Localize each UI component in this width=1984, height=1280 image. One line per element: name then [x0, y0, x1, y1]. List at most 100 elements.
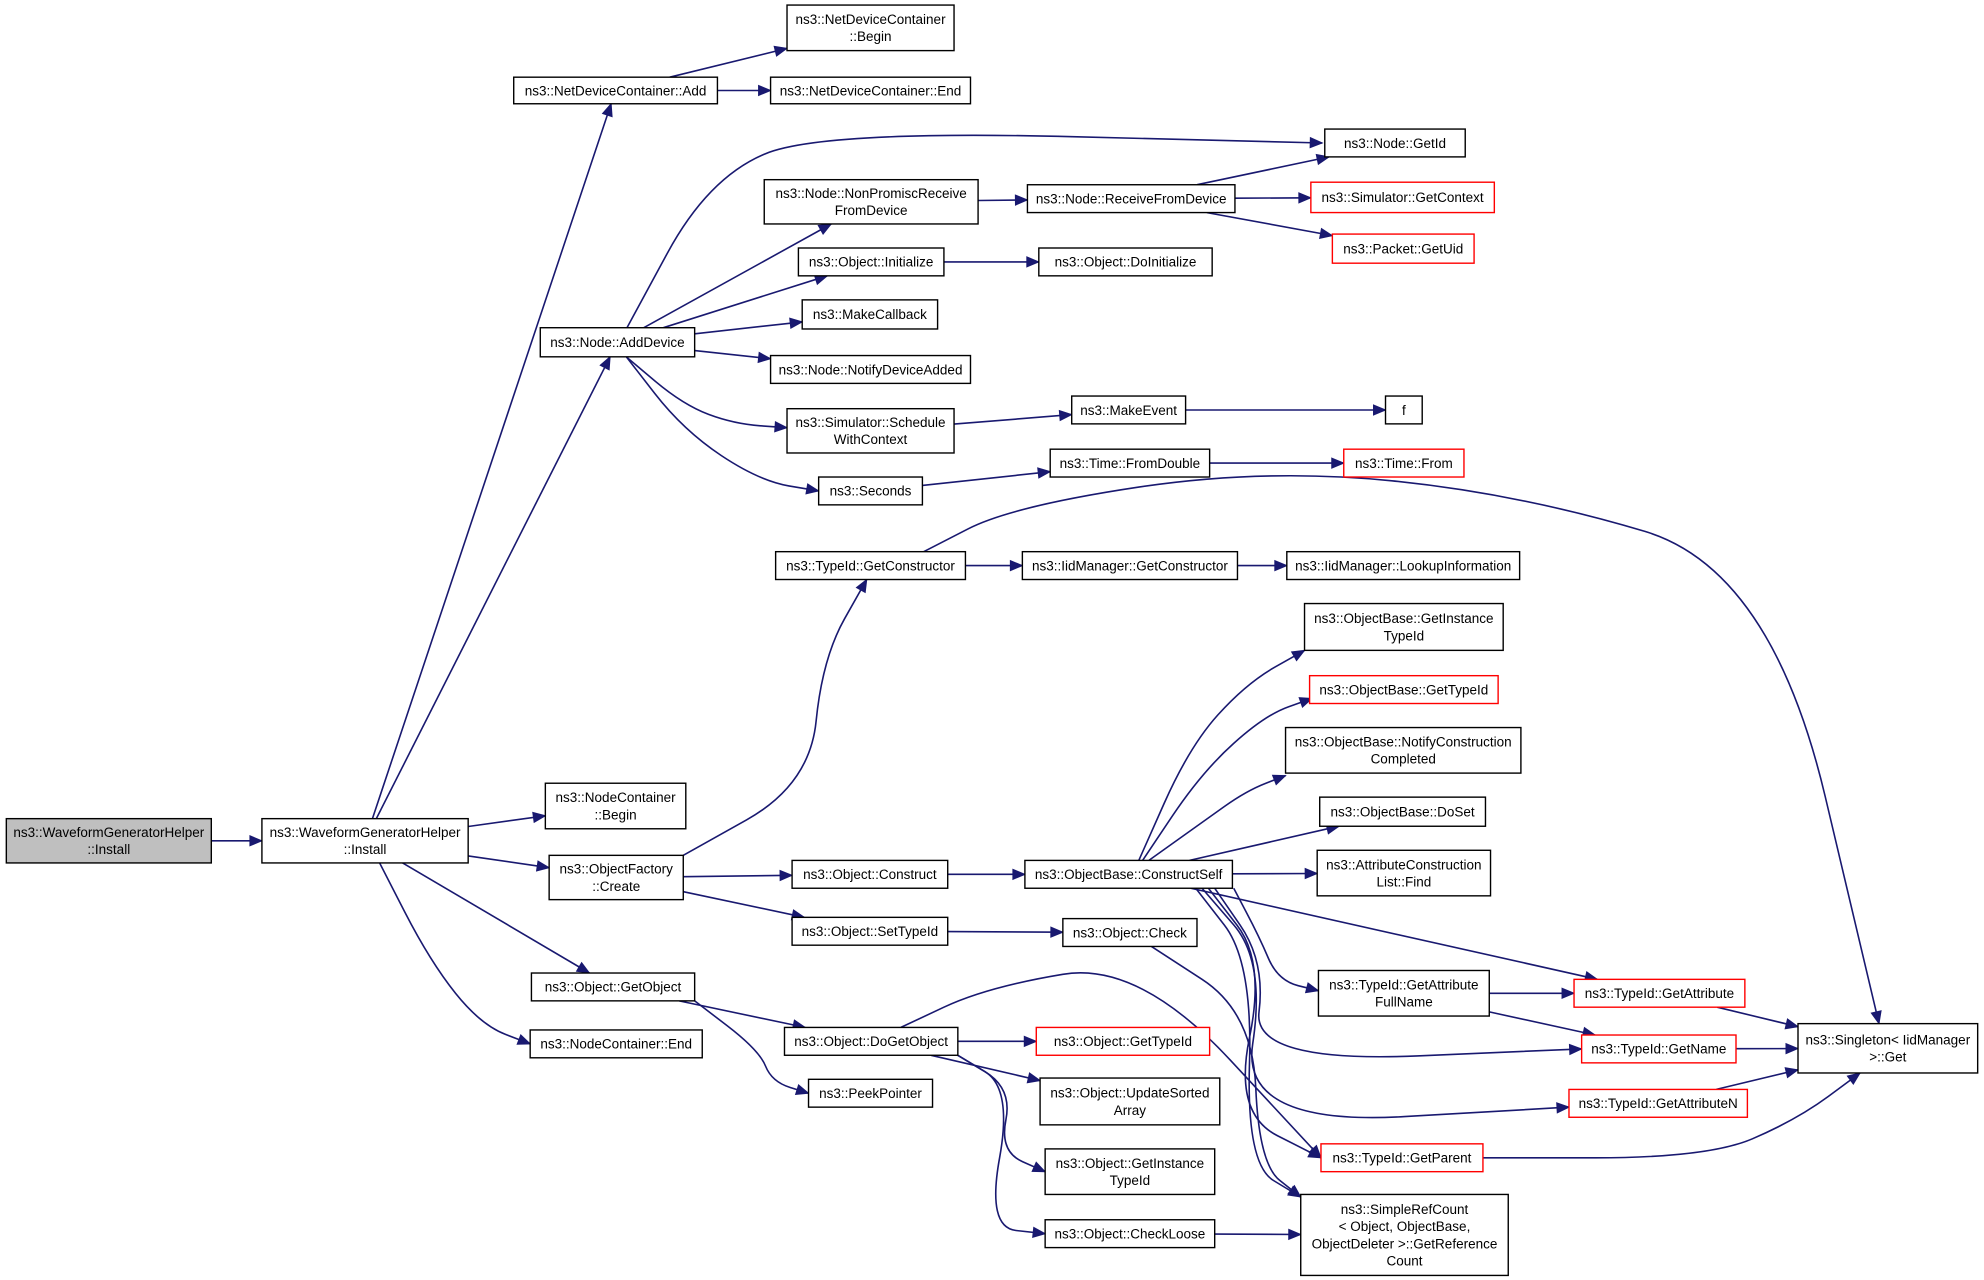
- node-node-notify[interactable]: ns3::Node::NotifyDeviceAdded: [769, 354, 972, 385]
- arrowhead-obj_dogetobject-to-obj_checkloose: [1032, 1226, 1047, 1239]
- node-label: ns3::Packet::GetUid: [1343, 241, 1463, 256]
- node-peekpointer[interactable]: ns3::PeekPointer: [807, 1078, 934, 1108]
- arrowhead-obj_dogetobject-to-obj_updatesorted: [1026, 1072, 1042, 1084]
- node-obj-gettypeid[interactable]: ns3::Object::GetTypeId: [1035, 1026, 1211, 1056]
- node-label: ns3::Node::ReceiveFromDevice: [1036, 191, 1227, 206]
- node-label: ns3::ObjectBase::GetTypeId: [1319, 682, 1488, 697]
- node-typeid-getname[interactable]: ns3::TypeId::GetName: [1580, 1034, 1737, 1064]
- node-nc-end[interactable]: ns3::NodeContainer::End: [529, 1029, 703, 1059]
- edge-node_receive-to-node_getid: [1196, 156, 1330, 186]
- arrowhead-obj_check-to-simplerefcount: [1287, 1184, 1302, 1198]
- node-obj-dogetobject[interactable]: ns3::Object::DoGetObject: [783, 1026, 959, 1056]
- node-iid-lookup[interactable]: ns3::IidManager::LookupInformation: [1286, 550, 1521, 581]
- node-label: ns3::Node::NonPromiscReceive: [775, 186, 966, 201]
- node-singleton-get[interactable]: ns3::Singleton< IidManager>::Get: [1797, 1022, 1979, 1074]
- node-node-receive[interactable]: ns3::Node::ReceiveFromDevice: [1026, 184, 1236, 214]
- node-box: [1284, 726, 1522, 774]
- arrowhead-ob_constructself-to-ob_getinstance: [1290, 649, 1306, 662]
- edge-ob_constructself-to-typeid_getattrn: [1201, 887, 1570, 1119]
- node-typeid-getctor[interactable]: ns3::TypeId::GetConstructor: [774, 550, 967, 581]
- node-typeid-getattr[interactable]: ns3::TypeId::GetAttribute: [1573, 978, 1746, 1008]
- node-f[interactable]: f: [1384, 395, 1423, 425]
- arrowhead-obj_dogetobject-to-typeid_getparent: [1308, 1144, 1322, 1159]
- node-ndc-add[interactable]: ns3::NetDeviceContainer::Add: [513, 76, 719, 105]
- node-box: [1303, 602, 1504, 652]
- node-root[interactable]: ns3::WaveformGeneratorHelper::Install: [5, 817, 213, 864]
- arrowhead-ob_constructself-to-attr_find: [1304, 867, 1319, 880]
- arrowhead-typeid_getctor-to-iid_getctor: [1009, 559, 1024, 572]
- node-obj-construct[interactable]: ns3::Object::Construct: [791, 859, 949, 889]
- node-box: [261, 817, 469, 864]
- node-box: [1035, 1026, 1211, 1056]
- node-ob-gettypeid[interactable]: ns3::ObjectBase::GetTypeId: [1308, 674, 1499, 705]
- node-nc-begin[interactable]: ns3::NodeContainer::Begin: [544, 782, 687, 830]
- node-packet-getuid[interactable]: ns3::Packet::GetUid: [1331, 233, 1475, 264]
- node-obj-settypeid[interactable]: ns3::Object::SetTypeId: [791, 916, 949, 946]
- node-box: [1308, 674, 1499, 705]
- arrowhead-ndc_add-to-ndc_end: [758, 84, 772, 97]
- node-obj-getobject[interactable]: ns3::Object::GetObject: [530, 972, 696, 1002]
- node-typeid-getattrn[interactable]: ns3::TypeId::GetAttributeN: [1568, 1088, 1749, 1118]
- node-label: ObjectDeleter >::GetReference: [1312, 1236, 1498, 1251]
- node-iid-getctor[interactable]: ns3::IidManager::GetConstructor: [1021, 550, 1239, 581]
- edge-of_create-to-obj_construct: [683, 874, 793, 878]
- node-ob-notify[interactable]: ns3::ObjectBase::NotifyConstructionCompl…: [1284, 726, 1522, 774]
- arrowhead-install-to-nc_begin: [532, 811, 547, 824]
- node-simplerefcount[interactable]: ns3::SimpleRefCount< Object, ObjectBase,…: [1300, 1193, 1509, 1277]
- edge-node_adddevice-to-node_nonpromisc: [643, 223, 832, 329]
- arrowhead-typeid_getattr-to-singleton_get: [1784, 1018, 1800, 1030]
- node-box: [530, 972, 696, 1002]
- arrowhead-ob_constructself-to-typeid_getname: [1568, 1043, 1583, 1056]
- edge-node_adddevice-to-sim_schedule: [625, 356, 788, 429]
- node-label: ns3::IidManager::LookupInformation: [1295, 558, 1511, 573]
- arrowhead-node_adddevice-to-node_notify: [757, 351, 772, 364]
- arrowhead-typeid_getattrfull-to-typeid_getattr: [1561, 987, 1576, 1000]
- node-ndc-begin[interactable]: ns3::NetDeviceContainer::Begin: [786, 4, 955, 52]
- node-box: [1319, 796, 1487, 827]
- edge-obj_dogetobject-to-typeid_getparent: [900, 972, 1322, 1159]
- node-makeevent[interactable]: ns3::MakeEvent: [1071, 395, 1187, 425]
- node-typeid-getparent[interactable]: ns3::TypeId::GetParent: [1320, 1143, 1484, 1173]
- node-label: ns3::Object::Construct: [803, 867, 937, 882]
- node-label: ns3::NetDeviceContainer::End: [780, 83, 962, 98]
- node-ob-doset[interactable]: ns3::ObjectBase::DoSet: [1319, 796, 1487, 827]
- edge-sim_schedule-to-makeevent: [953, 413, 1072, 425]
- node-node-getid[interactable]: ns3::Node::GetId: [1324, 128, 1466, 158]
- node-ndc-end[interactable]: ns3::NetDeviceContainer::End: [769, 76, 972, 105]
- node-obj-initialize[interactable]: ns3::Object::Initialize: [797, 247, 945, 277]
- node-of-create[interactable]: ns3::ObjectFactory::Create: [548, 854, 684, 901]
- edge-ob_constructself-to-ob_gettypeid: [1141, 697, 1313, 861]
- node-makecallback[interactable]: ns3::MakeCallback: [801, 299, 939, 330]
- node-box: [1797, 1022, 1979, 1074]
- node-time-from[interactable]: ns3::Time::From: [1343, 448, 1465, 478]
- node-obj-doinitialize[interactable]: ns3::Object::DoInitialize: [1038, 247, 1213, 277]
- node-box: [769, 354, 972, 385]
- node-box: [1026, 184, 1236, 214]
- node-ob-constructself[interactable]: ns3::ObjectBase::ConstructSelf: [1024, 859, 1234, 889]
- node-label: ns3::Object::DoGetObject: [794, 1034, 948, 1049]
- node-install[interactable]: ns3::WaveformGeneratorHelper::Install: [261, 817, 469, 864]
- node-time-fromdouble[interactable]: ns3::Time::FromDouble: [1049, 448, 1211, 478]
- node-box: [513, 76, 719, 105]
- edge-obj_check-to-simplerefcount: [1150, 945, 1302, 1198]
- edge-ob_constructself-to-ob_notify: [1148, 774, 1286, 862]
- node-node-adddevice[interactable]: ns3::Node::AddDevice: [539, 327, 696, 358]
- node-obj-checkloose[interactable]: ns3::Object::CheckLoose: [1044, 1219, 1216, 1249]
- arrowhead-iid_getctor-to-iid_lookup: [1274, 559, 1289, 572]
- node-label: ns3::NodeContainer: [556, 790, 677, 805]
- node-obj-check[interactable]: ns3::Object::Check: [1062, 917, 1198, 948]
- edge-obj_dogetobject-to-obj_getinstance: [957, 1054, 1046, 1173]
- node-label: TypeId: [1110, 1173, 1151, 1188]
- node-seconds[interactable]: ns3::Seconds: [817, 476, 924, 506]
- arrowhead-node_adddevice-to-node_nonpromisc: [817, 223, 833, 236]
- node-sim-getcontext[interactable]: ns3::Simulator::GetContext: [1310, 181, 1496, 214]
- node-label: ::Install: [87, 842, 130, 857]
- arrowhead-seconds-to-time_fromdouble: [1037, 467, 1052, 479]
